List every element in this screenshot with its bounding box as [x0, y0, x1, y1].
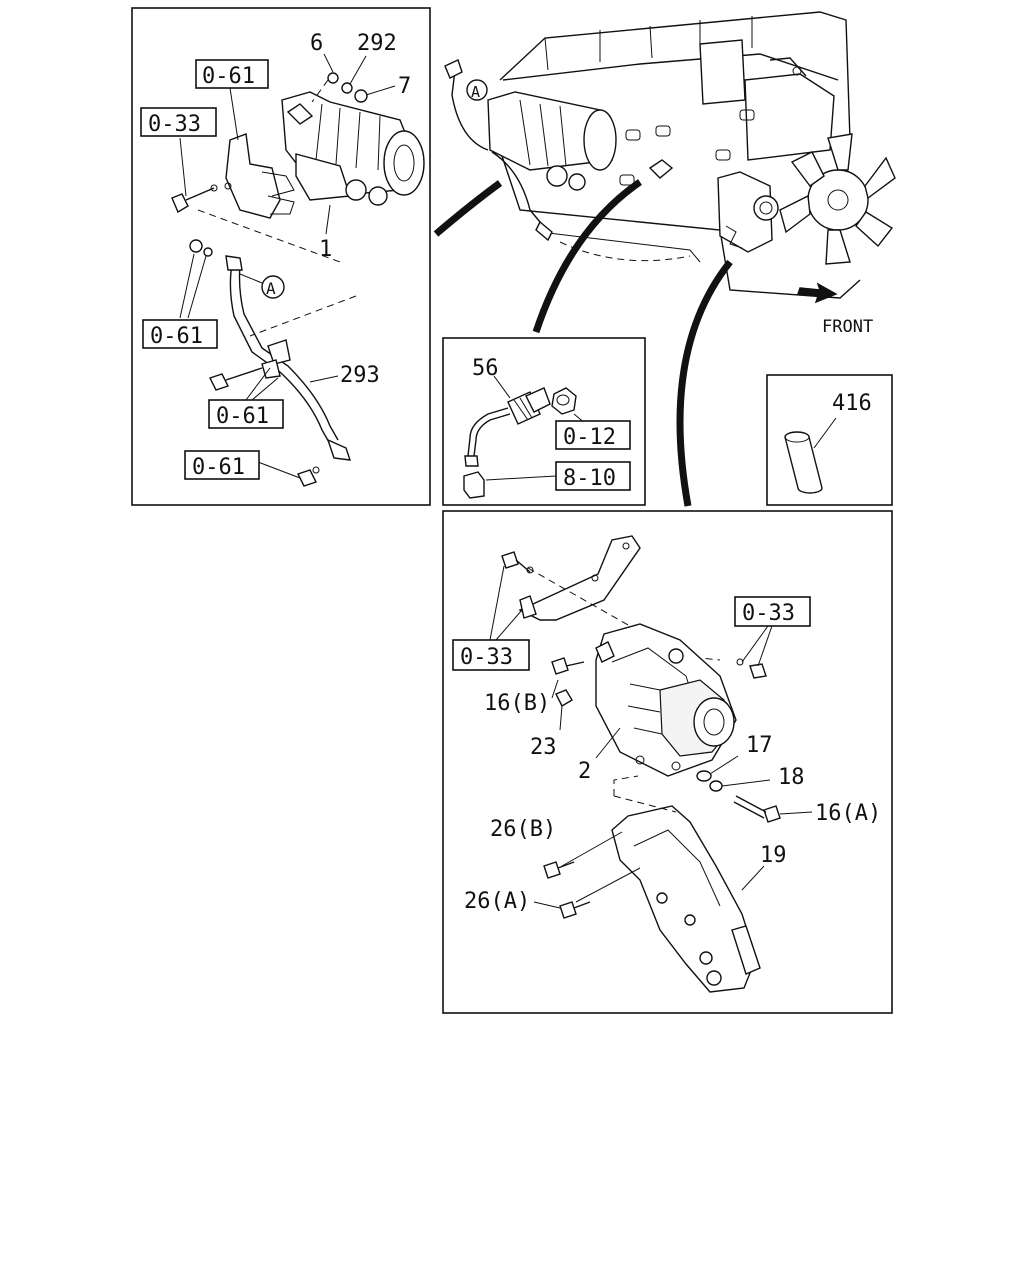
callout-18: 18: [778, 765, 805, 790]
cooling-fan: [779, 133, 896, 265]
engine-overview: A FRONT: [444, 11, 896, 337]
starter-motor-detail: A: [171, 53, 425, 487]
alternator-detail: [489, 535, 813, 993]
callout-6: 6: [310, 31, 323, 56]
callout-26b: 26(B): [490, 817, 556, 842]
leader-arc-starter: [433, 180, 503, 237]
front-arrow-icon: [797, 282, 838, 304]
ref-box-0-33-alt-left: 0-33: [460, 645, 513, 670]
ref-box-0-61-mid: 0-61: [150, 324, 203, 349]
ref-box-0-33-alt-right: 0-33: [742, 601, 795, 626]
ref-box-0-61-top: 0-61: [202, 64, 255, 89]
sleeve-detail-panel: [766, 374, 893, 506]
ref-box-0-33-top-frame: [140, 107, 217, 137]
ref-box-0-33-top: 0-33: [148, 112, 201, 137]
callout-26a: 26(A): [464, 889, 530, 914]
callout-2: 2: [578, 759, 591, 784]
marker-a-engine: A: [471, 83, 480, 101]
leader-arc-alternator: [676, 259, 733, 507]
callout-17: 17: [746, 733, 773, 758]
ref-box-0-12-frame: [555, 420, 631, 450]
callout-19: 19: [760, 843, 787, 868]
callout-293: 293: [340, 363, 380, 388]
marker-a-detail-circle: [261, 275, 285, 299]
ref-box-0-61-bolt: 0-61: [216, 404, 269, 429]
leader-arc-sensor: [532, 179, 642, 334]
front-label: FRONT: [822, 317, 873, 337]
ref-box-0-33-alt-left-frame: [452, 639, 530, 671]
starter-detail-panel: [131, 7, 431, 506]
callout-16b: 16(B): [484, 691, 550, 716]
callout-416: 416: [832, 391, 872, 416]
sensor-detail: [463, 375, 587, 499]
ref-box-0-61-bottom: 0-61: [192, 455, 245, 480]
callout-7: 7: [398, 74, 411, 99]
marker-a-detail: A: [266, 279, 276, 298]
callout-292: 292: [357, 31, 397, 56]
alternator-detail-panel: [442, 510, 893, 1014]
ref-box-8-10: 8-10: [563, 466, 616, 491]
ref-box-0-61-bolt-frame: [208, 399, 284, 429]
sensor-detail-panel: [442, 337, 646, 506]
marker-a-engine-circle: [466, 79, 488, 101]
ref-box-0-12: 0-12: [563, 425, 616, 450]
ref-box-8-10-frame: [555, 461, 631, 491]
ref-box-0-61-bottom-frame: [184, 450, 260, 480]
callout-56: 56: [472, 356, 499, 381]
ref-box-0-61-mid-frame: [142, 319, 218, 349]
callout-1: 1: [319, 237, 332, 262]
callout-23: 23: [530, 735, 557, 760]
ref-box-0-33-alt-right-frame: [734, 596, 811, 627]
callout-16a: 16(A): [815, 801, 881, 826]
sleeve-detail: [784, 417, 837, 494]
ref-box-0-61-top-frame: [195, 59, 269, 89]
